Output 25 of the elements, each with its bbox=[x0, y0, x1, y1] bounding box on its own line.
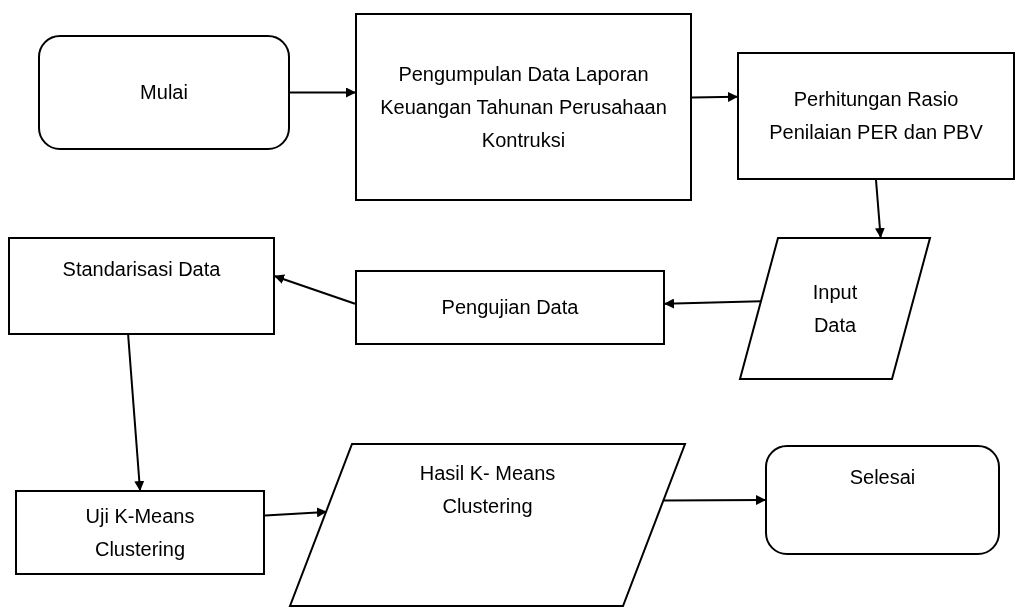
node-label: Pengujian Data bbox=[441, 295, 579, 320]
arrow bbox=[874, 179, 885, 238]
process-box bbox=[15, 490, 265, 575]
data-parallelogram bbox=[740, 237, 930, 380]
arrow bbox=[691, 91, 738, 102]
process-box bbox=[8, 237, 275, 335]
node-label: Standarisasi Data bbox=[62, 257, 221, 282]
node-label: Mulai bbox=[140, 80, 188, 105]
data-parallelogram bbox=[290, 443, 685, 607]
process-box bbox=[355, 13, 692, 201]
arrow bbox=[289, 87, 356, 98]
node-label: Selesai bbox=[849, 465, 916, 490]
arrow bbox=[127, 334, 145, 491]
node-label: Perhitungan Rasio Penilaian PER dan PBV bbox=[768, 87, 984, 145]
node-label: Input Data bbox=[811, 279, 859, 338]
terminator-box bbox=[765, 445, 1000, 555]
arrow bbox=[264, 507, 327, 518]
terminator-box bbox=[38, 35, 290, 150]
arrow bbox=[664, 298, 762, 309]
node-label: Pengumpulan Data Laporan Keuangan Tahunan Perusahaan Kontruksi bbox=[379, 61, 668, 153]
arrow bbox=[274, 274, 356, 305]
node-label: Uji K-Means Clustering bbox=[84, 503, 196, 562]
node-label: Hasil K- Means Clustering bbox=[418, 461, 557, 519]
process-box bbox=[355, 270, 665, 345]
process-box bbox=[737, 52, 1015, 180]
